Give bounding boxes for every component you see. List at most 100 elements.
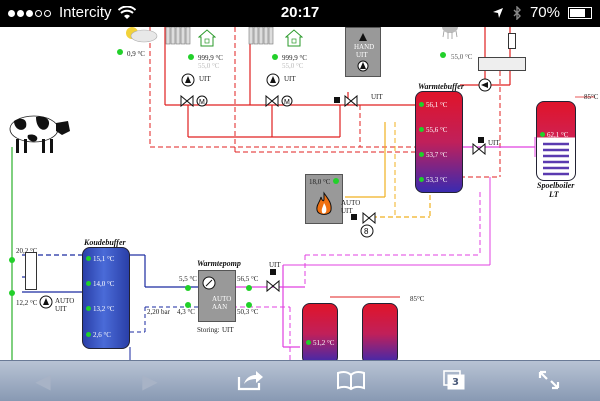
warmtebuffer-valve-state: UIT bbox=[488, 139, 500, 147]
pump-icon bbox=[181, 73, 195, 87]
lower-tank-limit: 85°C bbox=[410, 295, 425, 303]
mixing-valve-icon[interactable]: M bbox=[265, 94, 293, 108]
valve-actuator bbox=[334, 97, 340, 103]
status-dot bbox=[246, 285, 252, 291]
status-dot bbox=[419, 177, 424, 182]
boiler-mode: AUTO bbox=[341, 199, 361, 207]
radiator-icon bbox=[165, 27, 191, 45]
forward-button[interactable]: ▶ bbox=[135, 369, 165, 393]
hand-control-box[interactable]: HAND UIT bbox=[345, 27, 381, 77]
svg-text:M: M bbox=[199, 99, 205, 106]
warmtebuffer-temp-4: 53,3 °C bbox=[426, 176, 448, 184]
source-temp-bottom: 12,2 °C bbox=[16, 299, 38, 307]
spoelboiler-tank: 62,1 °C bbox=[536, 101, 576, 181]
hand-state: UIT bbox=[356, 51, 368, 59]
shower-icon bbox=[442, 27, 458, 39]
wp-out-top: 56,5 °C bbox=[237, 275, 259, 283]
browser-toolbar: ◀ ▶ 3 bbox=[0, 360, 600, 401]
status-bar: Intercity 20:17 70% bbox=[0, 0, 600, 27]
spoelboiler-title: Spoelboiler bbox=[537, 181, 575, 190]
house-icon bbox=[198, 29, 216, 47]
heat-exchanger bbox=[508, 33, 516, 49]
radiator2-setpoint: 999,9 °C bbox=[282, 54, 307, 62]
wp-fault-state: UIT bbox=[222, 326, 234, 334]
distributor bbox=[478, 57, 526, 71]
warmtebuffer-title: Warmtebuffer bbox=[418, 82, 464, 91]
tabs-count: 3 bbox=[452, 377, 459, 388]
signal-icon bbox=[8, 4, 53, 21]
bookmarks-button[interactable] bbox=[336, 369, 366, 393]
back-icon: ◀ bbox=[35, 369, 51, 393]
radiator1-actual: 55,0 °C bbox=[198, 62, 220, 70]
clock: 20:17 bbox=[280, 4, 320, 21]
gas-boiler[interactable]: 18,0 °C bbox=[305, 174, 343, 224]
sun-cloud-icon bbox=[126, 27, 158, 43]
boiler-temp: 18,0 °C bbox=[309, 178, 331, 186]
wp-mode: AUTO bbox=[212, 295, 232, 303]
three-way-valve-icon[interactable] bbox=[472, 143, 486, 155]
source-temp-top: 20,2 °C bbox=[16, 247, 38, 255]
valve-actuator bbox=[351, 214, 357, 220]
fullscreen-button[interactable] bbox=[534, 369, 564, 393]
status-dot bbox=[185, 302, 191, 308]
lower-buffer-tank-1: 51,2 °C bbox=[302, 303, 338, 360]
status-dot bbox=[185, 285, 191, 291]
svg-text:8: 8 bbox=[364, 227, 369, 236]
wp-pressure: 2,20 bar bbox=[147, 308, 170, 316]
outside-temp: 0,9 °C bbox=[127, 50, 145, 58]
pump-icon bbox=[478, 78, 492, 92]
share-icon bbox=[237, 371, 263, 391]
source-heat-exchanger bbox=[25, 252, 37, 290]
house-icon bbox=[285, 29, 303, 47]
status-dot bbox=[188, 54, 194, 60]
status-dot bbox=[419, 102, 424, 107]
status-dot bbox=[272, 54, 278, 60]
warmtebuffer-temp-3: 53,7 °C bbox=[426, 151, 448, 159]
warmtebuffer-temp-2: 55,6 °C bbox=[426, 126, 448, 134]
koudebuffer-temp-3: 13,2 °C bbox=[93, 305, 115, 313]
mixing-valve-icon[interactable]: M bbox=[180, 94, 208, 108]
radiator2-actual: 55,0 °C bbox=[282, 62, 304, 70]
three-way-valve-icon[interactable] bbox=[344, 94, 358, 108]
valve-actuator bbox=[270, 269, 276, 275]
status-dot bbox=[419, 127, 424, 132]
pump-icon: 8 bbox=[360, 224, 374, 238]
spoelboiler-temp: 62,1 °C bbox=[547, 131, 569, 139]
valve-state: UIT bbox=[371, 93, 383, 101]
hand-label: HAND bbox=[354, 43, 375, 51]
radiator-icon bbox=[248, 27, 274, 45]
bluetooth-icon bbox=[513, 5, 521, 20]
status-dot bbox=[9, 257, 15, 263]
status-dot bbox=[86, 281, 91, 286]
status-dot bbox=[86, 256, 91, 261]
three-way-valve-icon[interactable] bbox=[266, 279, 280, 293]
tabs-button[interactable]: 3 bbox=[440, 369, 470, 393]
warmtebuffer-temp-1: 56,1 °C bbox=[426, 101, 448, 109]
warmtebuffer-tank: 56,1 °C 55,6 °C 53,7 °C 53,3 °C bbox=[415, 91, 463, 193]
flame-icon bbox=[316, 191, 332, 215]
boiler-state: UIT bbox=[341, 207, 353, 215]
lower-buffer-tank-2 bbox=[362, 303, 398, 360]
battery-icon bbox=[568, 6, 592, 19]
koudebuffer-temp-1: 15,1 °C bbox=[93, 255, 115, 263]
warmtepomp-title: Warmtepomp bbox=[197, 259, 241, 268]
status-dot bbox=[306, 340, 311, 345]
wp-state: AAN bbox=[212, 303, 228, 311]
back-button[interactable]: ◀ bbox=[28, 369, 58, 393]
status-dot bbox=[86, 306, 91, 311]
pump-icon bbox=[39, 295, 53, 309]
cow-icon bbox=[9, 115, 70, 153]
status-dot bbox=[86, 332, 91, 337]
carrier-name: Intercity bbox=[59, 4, 112, 21]
koudebuffer-temp-4: 2,6 °C bbox=[93, 331, 111, 339]
status-dot bbox=[419, 152, 424, 157]
lower-tank-temp: 51,2 °C bbox=[313, 339, 335, 347]
koudebuffer-title: Koudebuffer bbox=[84, 238, 126, 247]
tabs-icon bbox=[443, 370, 465, 390]
three-way-valve-icon[interactable] bbox=[362, 212, 376, 224]
fullscreen-icon bbox=[538, 370, 560, 390]
spoelboiler-limit: 85°C bbox=[584, 93, 599, 101]
heat-pump-unit[interactable]: AUTO AAN bbox=[198, 270, 236, 322]
share-button[interactable] bbox=[235, 369, 265, 393]
wp-out-bottom: 50,3 °C bbox=[237, 308, 259, 316]
